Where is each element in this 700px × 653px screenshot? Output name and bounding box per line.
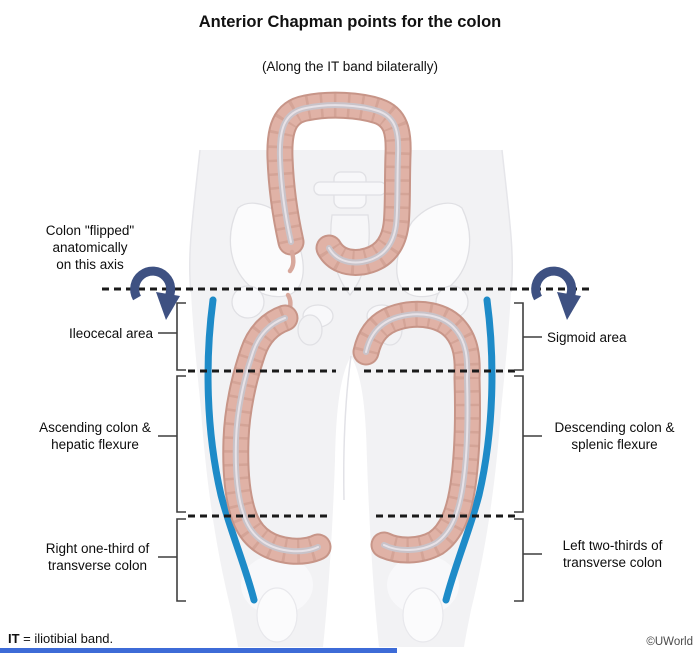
flip-note-line: Colon "flipped" [45,223,135,238]
knee-bones [241,555,459,643]
label-left-twothirds-transverse: Left two-thirds of transverse colon [535,537,690,571]
it-band-right [442,296,496,604]
label-line: splenic flexure [571,437,658,452]
label-line: transverse colon [562,555,663,570]
flip-axis-note: Colon "flipped" anatomically on this axi… [20,222,160,273]
footer-abbreviation: IT = iliotibial band. [8,631,113,646]
bracket-descending [514,375,542,513]
bracket-sigmoid [514,302,542,371]
label-line: Ileocecal area [68,326,153,341]
diagram-title: Anterior Chapman points for the colon [198,13,502,31]
colon-flipped-left-thigh [236,292,318,551]
flip-note-line: anatomically [52,240,128,255]
bracket-right-third [158,518,186,602]
rotation-arrow-left-icon [130,266,180,320]
label-ileocecal-area: Ileocecal area [16,325,153,342]
label-sigmoid-area: Sigmoid area [547,329,677,346]
diagram-subtitle: (Along the IT band bilaterally) [261,59,439,74]
label-line: Descending colon & [554,420,675,435]
label-descending-colon: Descending colon & splenic flexure [532,419,697,453]
abbr-definition: = iliotibial band. [19,631,114,646]
bottom-blue-bar [0,648,397,653]
bracket-ascending [158,375,186,513]
label-line: transverse colon [47,558,148,573]
bracket-ileocecal [158,302,186,371]
footer-credit: ©UWorld [646,636,693,648]
rotation-arrow-right-icon [531,266,581,320]
it-band-left [204,296,258,604]
colon-normal-position [280,105,398,271]
label-line: hepatic flexure [51,437,139,452]
label-line: Right one-third of [45,541,150,556]
appendix-normal [287,249,296,274]
label-line: Left two-thirds of [562,538,663,553]
bracket-left-twothirds [514,518,542,602]
flip-note-line: on this axis [56,257,124,272]
abbr-term: IT [8,631,20,646]
label-line: Sigmoid area [547,330,627,345]
label-ascending-colon: Ascending colon & hepatic flexure [15,419,175,453]
label-right-third-transverse: Right one-third of transverse colon [20,540,175,574]
label-line: Ascending colon & [39,420,151,435]
